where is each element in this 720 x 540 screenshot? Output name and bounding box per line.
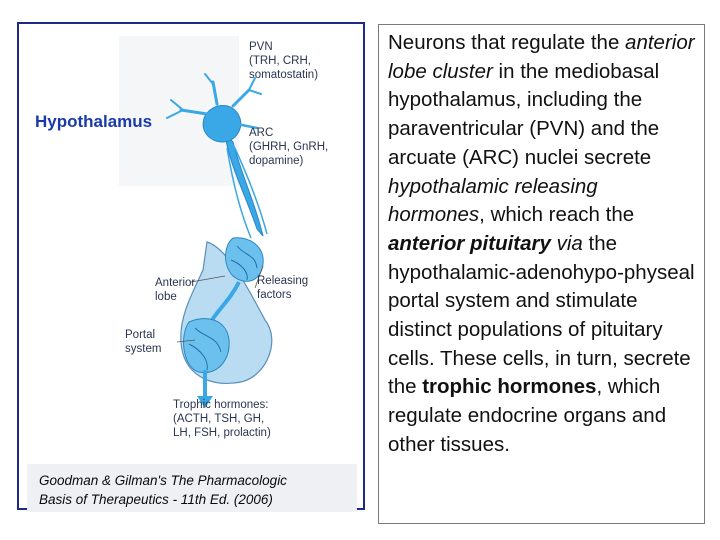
trophic-hormones-label: Trophic hormones:: [173, 399, 268, 411]
description-text: Neurons that regulate the: [388, 31, 626, 54]
figure-frame: Hypothalamus PVN (TRH, CRH, somatostatin…: [17, 22, 365, 512]
description-text-italic: hypothalamic releasing hormones: [388, 174, 598, 227]
pointer-line: [190, 275, 226, 283]
axon-fiber: [226, 147, 252, 239]
description-panel: Neurons that regulate the anterior lobe …: [378, 24, 705, 524]
description-text-bold: trophic hormones: [422, 375, 597, 399]
arc-label: ARC: [249, 127, 273, 139]
pointer-line: [254, 265, 264, 289]
arc-hormones-label: (GHRH, GnRH,: [249, 141, 328, 153]
description-paragraph: Neurons that regulate the anterior lobe …: [388, 29, 700, 460]
releasing-factors-label: factors: [257, 289, 292, 301]
arc-hormones-label: dopamine): [249, 155, 304, 167]
portal-system-label: system: [125, 343, 161, 355]
trophic-hormones-list: (ACTH, TSH, GH,: [173, 413, 264, 425]
pointer-line: [176, 339, 196, 343]
description-text: , which reach the: [479, 203, 635, 227]
pvn-hormones-label: (TRH, CRH,: [249, 55, 311, 67]
hypothalamus-pituitary-diagram: Hypothalamus PVN (TRH, CRH, somatostatin…: [35, 36, 328, 439]
pvn-label: PVN: [249, 41, 273, 53]
caption-line: Goodman & Gilman's The Pharmacologic: [39, 473, 287, 488]
description-text-bold-italic: anterior pituitary: [388, 231, 551, 255]
pvn-hormones-label: somatostatin): [249, 69, 318, 81]
primary-capillary-plexus: [225, 237, 264, 282]
releasing-factors-label: Releasing: [257, 275, 308, 287]
secondary-capillary-plexus: [183, 318, 230, 374]
axon-bundle: [224, 132, 264, 237]
description-text: the hypothalamic-adenohypo-physeal porta…: [388, 231, 695, 399]
anterior-lobe-label: Anterior: [155, 277, 195, 289]
description-text: , which regulate endocrine organs and ot…: [388, 375, 667, 456]
description-text-italic: anterior lobe cluster: [388, 31, 695, 83]
caption-line: Basis of Therapeutics - 11th Ed. (2006): [39, 492, 273, 507]
portal-system-label: Portal: [125, 329, 155, 341]
trophic-hormones-list: LH, FSH, prolactin): [173, 427, 271, 439]
figure-caption: Goodman & Gilman's The Pharmacologic Bas…: [27, 464, 357, 512]
anterior-lobe-label: lobe: [155, 291, 177, 303]
neuron-icon: [166, 73, 262, 143]
description-text: in the mediobasal hypothalamus, includin…: [388, 59, 660, 169]
description-text-italic: via: [556, 231, 583, 255]
down-arrow-icon: [197, 396, 213, 408]
hypothalamus-label: Hypothalamus: [35, 112, 152, 131]
axon-fiber: [232, 143, 268, 235]
